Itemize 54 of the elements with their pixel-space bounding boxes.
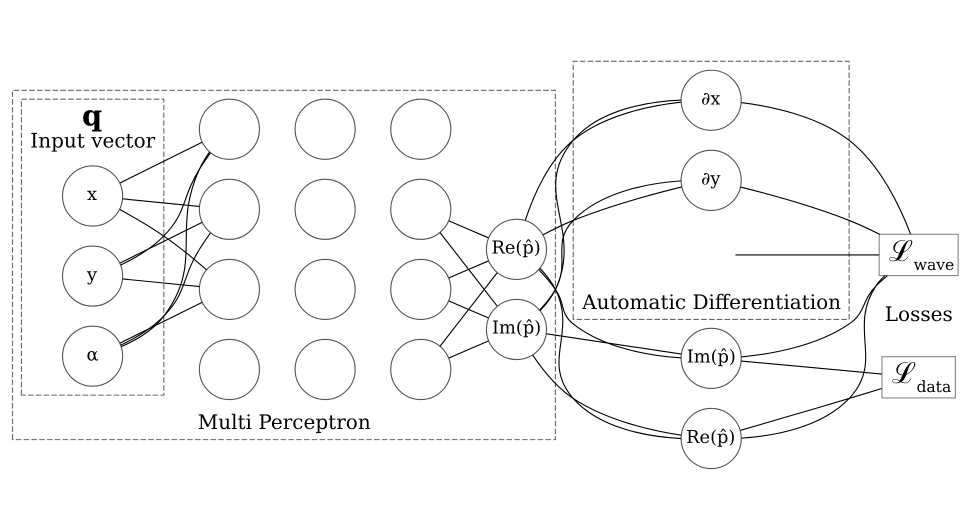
connector	[121, 152, 210, 348]
node-circle: y	[62, 245, 124, 307]
node-circle: Im(p̂)	[680, 328, 742, 389]
node-box: ℒ$_{data}$	[881, 356, 956, 398]
node-circle	[390, 98, 452, 160]
connector	[119, 208, 207, 270]
connector	[741, 275, 888, 358]
connector	[735, 254, 880, 256]
node-circle: ∂y	[680, 150, 742, 211]
node-circle	[198, 338, 260, 400]
node-circle: α	[62, 326, 124, 387]
node-circle	[198, 178, 260, 240]
connector	[532, 354, 682, 436]
node-circle	[294, 98, 356, 160]
connector	[741, 360, 882, 375]
node-circle	[198, 258, 260, 320]
connector	[122, 198, 200, 208]
connector	[538, 269, 681, 358]
connector	[120, 302, 202, 344]
label: Losses	[884, 302, 953, 326]
node-box: ℒ$_{wave}$	[878, 234, 959, 276]
connector	[542, 186, 682, 236]
node-circle: ∂x	[680, 70, 742, 131]
connector	[741, 275, 886, 439]
connector	[546, 333, 682, 355]
connector	[740, 186, 880, 235]
connector	[539, 180, 682, 310]
node-circle	[294, 178, 356, 240]
node-circle: Im(p̂)	[486, 298, 548, 360]
connector	[120, 222, 202, 264]
node-circle	[390, 338, 452, 400]
connector	[122, 278, 200, 288]
connector	[524, 102, 681, 220]
connector	[448, 340, 489, 358]
node-circle	[198, 98, 260, 160]
connector	[448, 300, 489, 318]
connector	[448, 260, 489, 278]
node-circle	[390, 258, 452, 320]
node-circle: Re(p̂)	[486, 218, 548, 280]
connector	[120, 152, 211, 266]
connector	[741, 102, 912, 235]
connector	[448, 220, 489, 238]
node-circle	[390, 178, 452, 240]
connector	[440, 272, 498, 347]
node-circle	[294, 338, 356, 400]
connector	[539, 268, 682, 440]
connector	[440, 232, 498, 306]
connector	[120, 232, 211, 346]
connector	[540, 99, 682, 312]
connector	[740, 388, 882, 431]
connector	[120, 142, 202, 184]
node-circle: x	[62, 165, 124, 227]
node-circle: Re(p̂)	[680, 408, 742, 470]
node-circle	[294, 258, 356, 320]
